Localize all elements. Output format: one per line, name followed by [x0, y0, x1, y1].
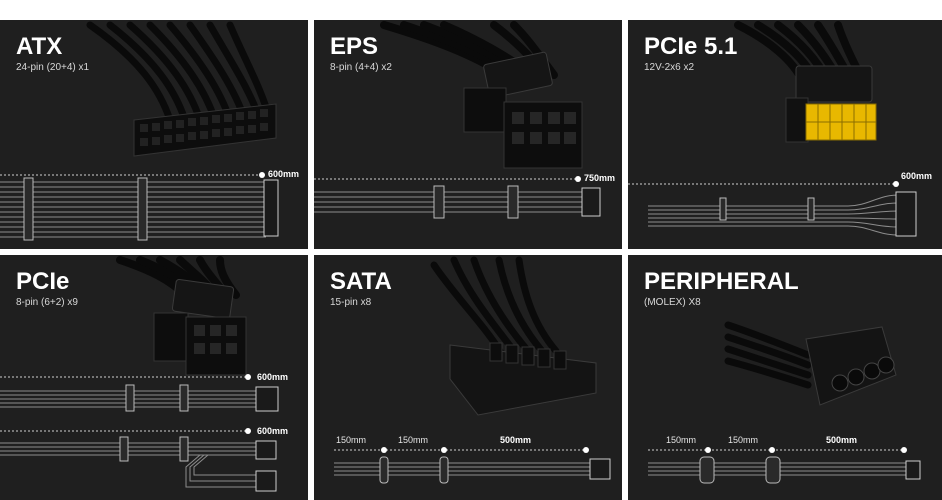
panel-sata: 150mm 150mm 500mm SATA 15-pin x8 [314, 255, 622, 500]
panel-title: PCIe [16, 268, 70, 295]
panel-title: PCIe 5.1 [644, 33, 738, 60]
panel-subtitle: 15-pin x8 [330, 297, 372, 308]
panel-subtitle: 8-pin (4+4) x2 [330, 62, 392, 73]
atx-cable-illustration [0, 21, 279, 241]
panel-subtitle: 8-pin (6+2) x9 [16, 297, 78, 308]
length-label: 150mm [336, 435, 366, 445]
eps-cable-illustration [314, 21, 601, 219]
length-label: 500mm [826, 435, 857, 445]
length-label: 150mm [666, 435, 696, 445]
pcie51-cable-illustration [628, 21, 917, 237]
pcie-cable-illustration [0, 256, 279, 492]
cable-overview-grid: ATX 24-pin (20+4) x1 600mm [0, 20, 942, 500]
panel-title: EPS [330, 33, 379, 60]
panel-subtitle: 24-pin (20+4) x1 [16, 62, 90, 73]
panel-eps: EPS 8-pin (4+4) x2 750mm [314, 20, 622, 249]
panel-pcie: PCIe 8-pin (6+2) x9 600mm 600mm [0, 255, 308, 500]
panel-peripheral: 150mm 150mm 500mm PERIPHERAL (MOLEX) X8 [628, 255, 942, 500]
length-label: 150mm [398, 435, 428, 445]
molex-cable-illustration: 150mm 150mm 500mm [648, 321, 921, 484]
length-label: 500mm [500, 435, 531, 445]
panel-title: SATA [330, 268, 392, 295]
panel-subtitle: (MOLEX) X8 [644, 297, 701, 308]
panel-subtitle: 12V-2x6 x2 [644, 62, 695, 73]
panel-title: PERIPHERAL [644, 268, 799, 295]
panel-pcie-51: PCIe 5.1 12V-2x6 x2 600mm [628, 20, 942, 249]
panel-atx: ATX 24-pin (20+4) x1 600mm [0, 20, 308, 249]
panel-title: ATX [16, 33, 63, 60]
length-label: 150mm [728, 435, 758, 445]
sata-cable-illustration: 150mm 150mm 500mm [334, 256, 611, 484]
